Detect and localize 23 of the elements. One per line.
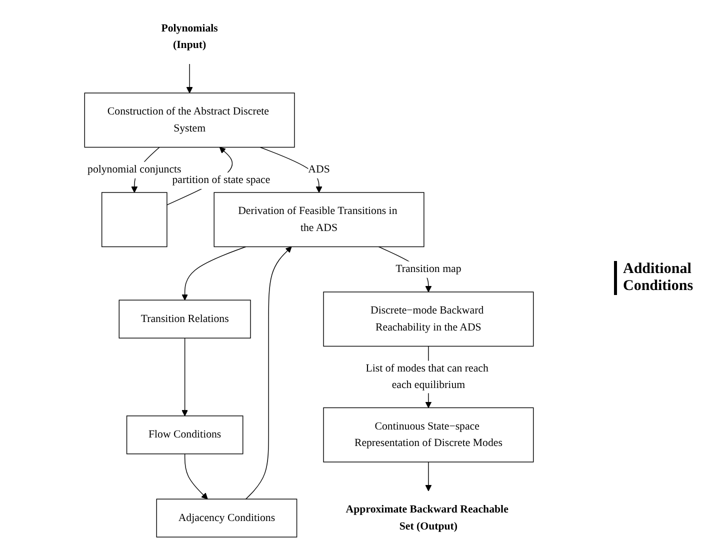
node-box: Derivation of Feasible Transitions in the ADS — [214, 192, 424, 248]
arrow — [182, 246, 246, 300]
arrow — [186, 64, 193, 94]
node-box: Construction of the Abstract Discrete System — [84, 92, 295, 148]
node-box: Adjacency Conditions — [156, 498, 298, 538]
arrow — [182, 338, 188, 416]
node-box: Transition Relations — [118, 300, 251, 338]
arrow — [425, 462, 432, 492]
arrow — [184, 454, 208, 500]
brace-note: Additional Conditions — [614, 260, 724, 294]
edge-label: List of modes that can reach each equilibrium — [366, 362, 488, 391]
edge-label: Transition map — [396, 263, 462, 275]
arrow — [260, 146, 322, 193]
arrow — [245, 246, 292, 500]
node-box — [101, 192, 168, 248]
node-box: Continuous State−space Representation of Discrete Modes — [323, 407, 534, 462]
node-text: Polynomials (Input) — [161, 22, 218, 51]
node-box: Discrete−mode Backward Reachability in the ADS — [323, 292, 534, 347]
edge-label: polynomial conjuncts — [88, 164, 182, 176]
node-text: Approximate Backward Reachable Set (Output) — [346, 504, 508, 532]
edge-label: partition of state space — [172, 174, 270, 186]
node-box: Flow Conditions — [126, 416, 244, 454]
edge-label: ADS — [308, 164, 330, 176]
